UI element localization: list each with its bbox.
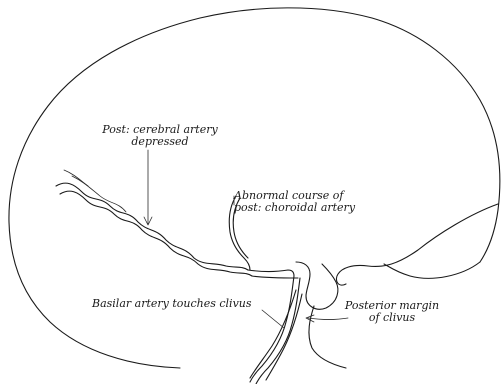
posterior-contour bbox=[336, 204, 498, 285]
label-basilar: Basilar artery touches clivus bbox=[92, 298, 252, 310]
clivus-edge bbox=[309, 306, 346, 368]
artery-junction-wall bbox=[252, 276, 298, 278]
basilar-artery-wall bbox=[256, 278, 300, 384]
label-clivus: Posterior margin of clivus bbox=[342, 300, 442, 324]
leader-basilar bbox=[262, 310, 284, 328]
sella-outline bbox=[296, 262, 338, 309]
artery-junction bbox=[248, 270, 294, 276]
label-post-cerebral-line2: depressed bbox=[100, 136, 220, 148]
label-choroidal-line2: post: choroidal artery bbox=[234, 202, 355, 214]
clivus-edge-inner-2 bbox=[266, 294, 302, 380]
label-post-cerebral: Post: cerebral artery depressed bbox=[100, 124, 220, 148]
posterior-contour-lower bbox=[384, 262, 480, 278]
label-choroidal: Abnormal course of post: choroidal arter… bbox=[234, 190, 355, 214]
posterior-cerebral-artery-wall bbox=[60, 191, 252, 276]
label-clivus-line2: of clivus bbox=[342, 312, 442, 324]
posterior-cerebral-artery bbox=[56, 183, 248, 270]
basilar-artery bbox=[250, 276, 294, 382]
